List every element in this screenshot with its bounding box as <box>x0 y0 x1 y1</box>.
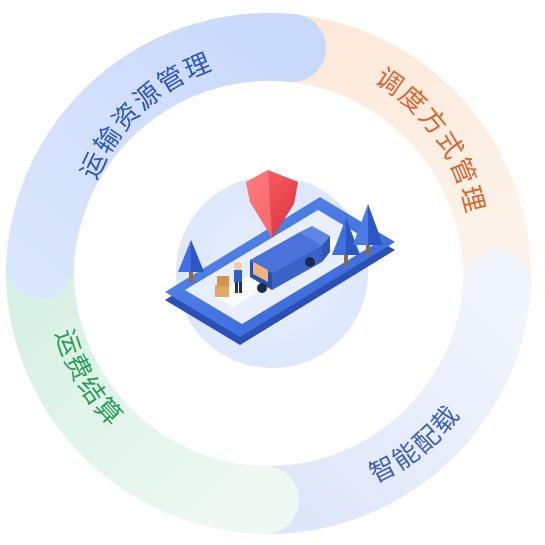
map-pin-icon <box>246 170 298 238</box>
worker-icon <box>215 262 242 297</box>
segment-dispatch-band <box>258 14 532 319</box>
segment-transport-band <box>6 12 326 299</box>
tree-right-2-icon <box>353 204 383 256</box>
segment-freight-band <box>5 231 299 534</box>
segment-loading-band <box>231 251 531 535</box>
tree-right-1-icon <box>332 218 360 266</box>
truck-icon <box>250 226 330 293</box>
delivery-truck-map-pin-icon <box>165 170 395 368</box>
tree-left-icon <box>178 240 204 283</box>
